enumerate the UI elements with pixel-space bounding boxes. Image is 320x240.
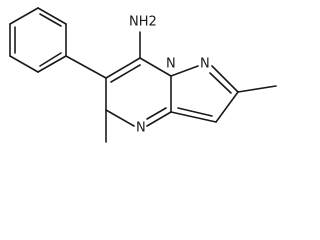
phenyl-double-bond [39, 52, 62, 67]
ring-double-bond [110, 64, 141, 83]
ring-bond [105, 57, 141, 79]
ring-double-bond [146, 107, 167, 120]
ring-double-bond [209, 72, 232, 94]
amine-label: NH2 [129, 15, 157, 30]
pyrazole-ring [170, 65, 239, 123]
methyl-bond-c2 [237, 85, 277, 93]
ring-bond [215, 91, 239, 123]
ring-bond [105, 109, 135, 127]
phenyl-bond [9, 55, 39, 73]
phenyl-bond [37, 55, 67, 73]
ring-bond [211, 65, 239, 93]
phenyl-bond [37, 7, 67, 25]
phenyl-attachment-bond [65, 55, 107, 79]
ring-bond [170, 65, 199, 77]
phenyl-double-bond [39, 13, 62, 27]
ring-bond [139, 57, 172, 77]
ring-double-bond [177, 107, 213, 117]
bridgehead-n-label: N [166, 57, 176, 72]
pyrimidine-ring [105, 57, 172, 127]
ring-bond [146, 111, 172, 127]
chemical-structure-diagram: NH2 N N N [9, 7, 277, 143]
phenyl-ring [9, 7, 67, 73]
pyrazole-n-label: N [200, 57, 210, 72]
ring-bond [170, 111, 217, 123]
pyrimidine-n-label: N [136, 121, 146, 136]
phenyl-bond [9, 7, 39, 25]
